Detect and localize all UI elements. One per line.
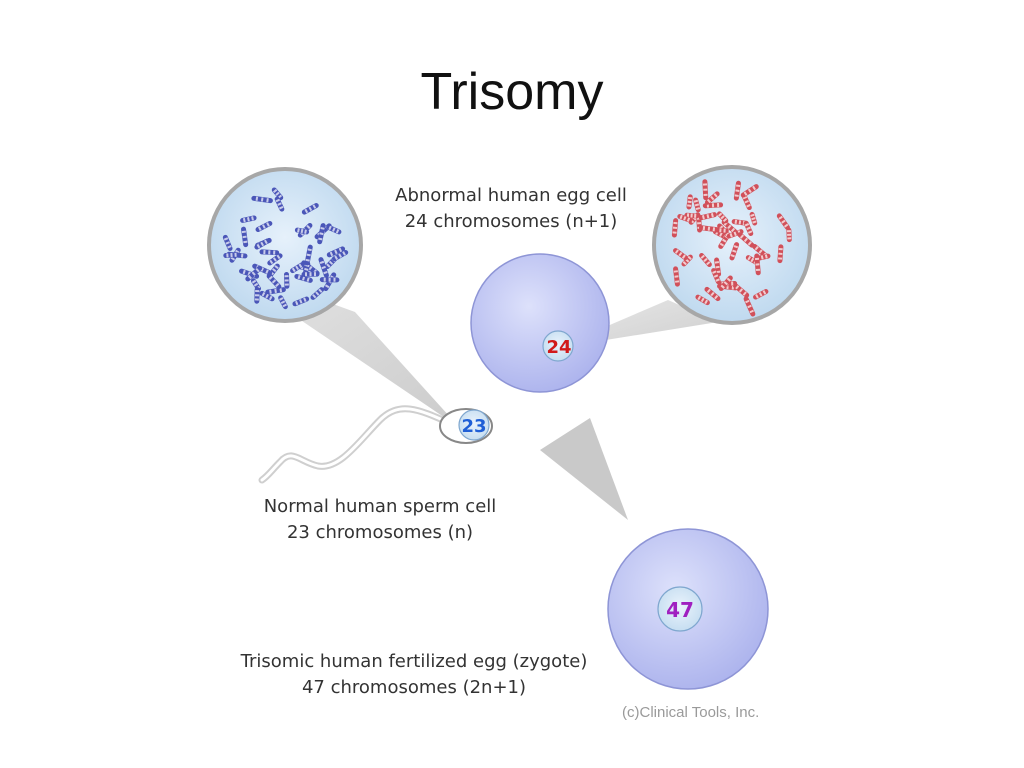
egg-cell	[470, 253, 610, 393]
egg-nucleus	[542, 330, 574, 362]
egg-chromosome	[732, 283, 750, 298]
zygote-label: Trisomic human fertilized egg (zygote) 4…	[196, 649, 632, 701]
egg-chromosome	[776, 213, 790, 230]
egg-chromosome	[733, 180, 741, 201]
sperm-chromosome	[259, 249, 280, 256]
sperm-chromosome	[255, 220, 273, 232]
egg-chromosome	[716, 211, 729, 224]
sperm-tail-outline	[260, 407, 454, 482]
egg-chromosome	[741, 193, 752, 211]
sperm-chromosome	[319, 277, 340, 283]
egg-chromosome	[777, 244, 784, 264]
sperm-chromosome	[294, 227, 310, 235]
egg-chromosome	[698, 212, 717, 221]
egg-chromosome	[698, 225, 719, 233]
egg-cell-label: Abnormal human egg cell 24 chromosomes (…	[366, 183, 656, 235]
slide-title: Trisomy	[420, 63, 604, 121]
egg-chromosome	[753, 289, 769, 300]
sperm-chromosome	[304, 244, 313, 266]
egg-chromosome	[737, 232, 755, 248]
sperm-chromosome	[266, 273, 282, 290]
egg-chromosome	[729, 242, 740, 261]
egg-cell-label-line2: 24 chromosomes (n+1)	[404, 211, 618, 232]
egg-chromosome	[704, 286, 721, 302]
egg-chromosome	[704, 191, 720, 205]
egg-chromosome-count: 24	[546, 337, 571, 358]
sperm-chromosome	[254, 238, 270, 250]
sperm-chromosome	[326, 224, 342, 235]
egg-chromosome	[686, 194, 693, 210]
egg-chromosome	[677, 213, 693, 223]
egg-chromosome	[673, 248, 688, 261]
sperm-chromosome	[274, 196, 285, 212]
egg-chromosome	[702, 179, 709, 201]
zygote-chromosome-count: 47	[666, 598, 694, 622]
sperm-chromosome	[241, 226, 249, 248]
egg-chromosome	[671, 218, 679, 238]
egg-chromosome	[673, 266, 680, 287]
sperm-cell-label: Normal human sperm cell 23 chromosomes (…	[230, 494, 530, 546]
sperm-chromosome	[326, 246, 346, 258]
egg-callout-circle	[652, 165, 812, 325]
sperm-chromosome	[318, 257, 329, 278]
sperm-chromosome	[240, 215, 257, 223]
egg-chromosome	[693, 197, 701, 213]
egg-chromosome	[743, 296, 756, 317]
sperm-chromosome	[310, 287, 325, 300]
sperm-chromosome	[301, 271, 320, 277]
egg-chromosome	[718, 275, 733, 291]
sperm-cell-label-line2: 23 chromosomes (n)	[286, 522, 474, 543]
sperm-chromosome	[222, 234, 233, 251]
sperm-chromosome	[245, 265, 263, 282]
sperm-chromosome	[317, 223, 326, 245]
egg-chromosome	[743, 220, 754, 237]
sperm-chromosome	[301, 203, 319, 215]
egg-chromosome	[711, 268, 721, 285]
sperm-chromosome	[283, 272, 290, 289]
sperm-chromosome-set	[222, 187, 349, 310]
egg-cell-label-line1: Abnormal human egg cell	[395, 185, 627, 206]
zygote-label-line2: 47 chromosomes (2n+1)	[301, 677, 527, 698]
sperm-chromosome	[292, 296, 310, 307]
copyright-credit: (c)Clinical Tools, Inc.	[622, 704, 760, 721]
sperm-chromosome	[332, 249, 349, 262]
sperm-chromosome	[259, 290, 275, 302]
sperm-chromosome	[290, 262, 305, 274]
egg-chromosome	[749, 211, 758, 226]
sperm-chromosome-count: 23	[461, 416, 486, 437]
sperm-chromosome	[251, 195, 273, 204]
sperm-chromosome	[254, 287, 260, 304]
sperm-nucleus	[458, 409, 490, 441]
egg-chromosome	[699, 253, 712, 267]
zygote-label-line1: Trisomic human fertilized egg (zygote)	[240, 651, 588, 672]
sperm-callout-circle	[207, 167, 363, 323]
egg-chromosome	[754, 253, 761, 276]
sperm-chromosome	[294, 273, 313, 283]
sperm-cell-label-line1: Normal human sperm cell	[263, 496, 497, 517]
egg-chromosome	[740, 184, 759, 198]
sperm-chromosome	[223, 252, 240, 258]
fertilization-arrow	[540, 418, 628, 520]
sperm-chromosome	[267, 253, 283, 266]
egg-chromosome	[786, 227, 792, 243]
sperm-chromosome	[278, 295, 288, 310]
egg-chromosome-set	[671, 179, 792, 317]
sperm-chromosome	[265, 287, 286, 295]
egg-chromosome	[695, 294, 710, 306]
zygote-nucleus	[657, 586, 703, 632]
